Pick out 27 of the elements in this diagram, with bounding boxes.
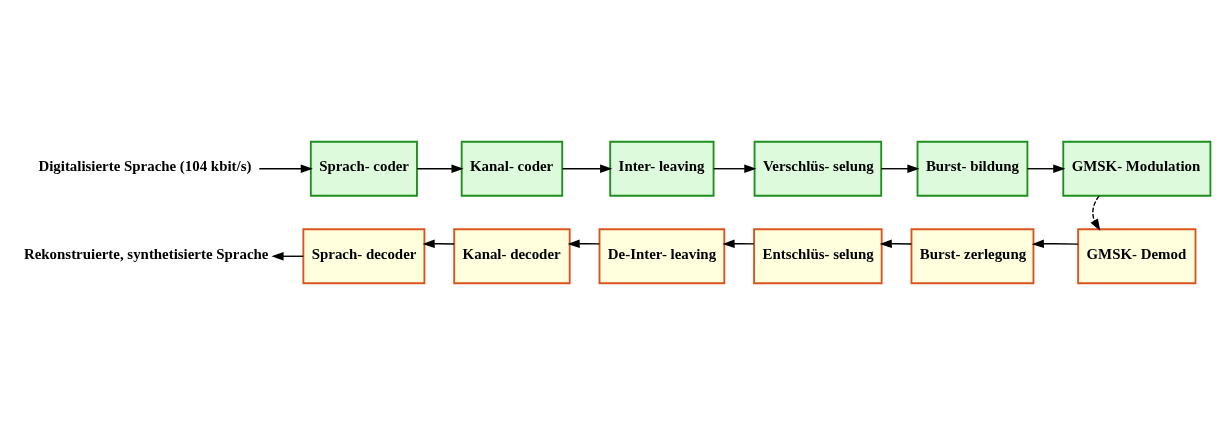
arrow <box>422 238 455 248</box>
node-box: Verschlüs- selung <box>753 140 883 197</box>
node-box: Entschlüs- selung <box>753 227 883 284</box>
arrow <box>416 164 464 173</box>
node-text: Rekonstruierte, synthetisierte Sprache <box>23 245 269 262</box>
arrow <box>567 239 601 248</box>
arrow <box>880 164 920 173</box>
arrow <box>1090 194 1101 231</box>
arrow <box>1031 239 1079 248</box>
arrow <box>561 164 613 173</box>
arrow <box>271 251 304 260</box>
node-box: Sprach- decoder <box>302 227 426 284</box>
arrow <box>879 238 913 248</box>
node-box: Burst- bildung <box>916 140 1029 197</box>
node-box: De-Inter- leaving <box>598 227 726 284</box>
node-box: GMSK- Modulation <box>1062 140 1212 197</box>
arrow <box>722 238 755 248</box>
arrow <box>1026 164 1066 173</box>
node-text: Digitalisierte Sprache (104 kbit/s) <box>38 157 252 174</box>
node-box: Inter- leaving <box>609 140 715 197</box>
node-box: Sprach- coder <box>309 140 418 197</box>
node-box: Kanal- coder <box>460 140 564 197</box>
arrow <box>713 164 757 173</box>
arrow <box>258 164 313 173</box>
node-box: Kanal- decoder <box>453 227 571 284</box>
node-box: Burst- zerlegung <box>910 227 1035 284</box>
node-box: GMSK- Demod <box>1077 227 1197 284</box>
